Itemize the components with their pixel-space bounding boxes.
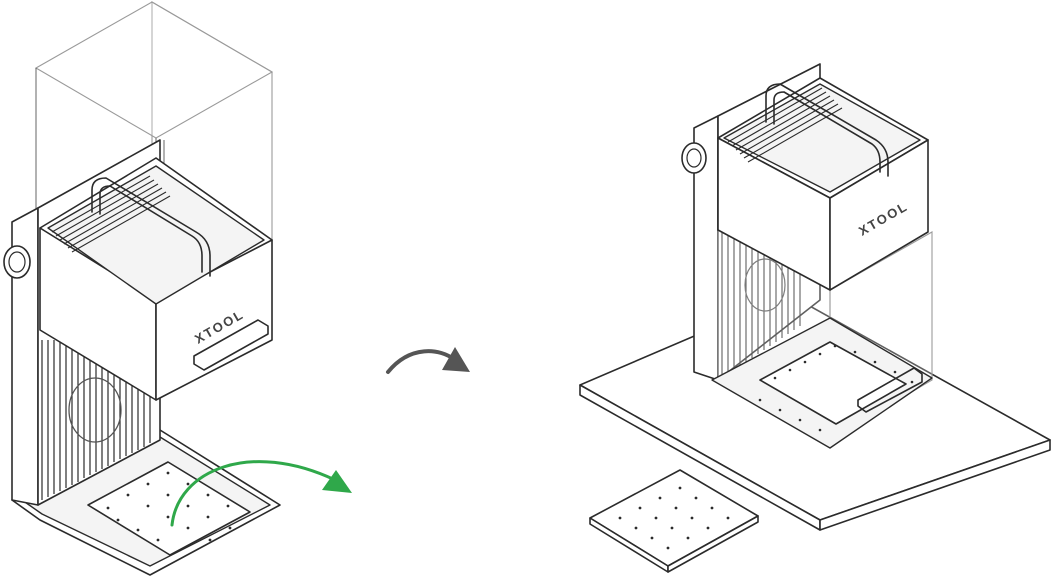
left-device: XTOOL — [3, 1, 352, 576]
left-pin-board — [106, 471, 232, 542]
left-base — [11, 429, 281, 576]
right-device: XTOOL — [579, 63, 1051, 573]
right-base-tray — [711, 317, 933, 449]
process-arrow — [386, 347, 470, 374]
right-knob — [681, 142, 707, 174]
left-knob — [3, 245, 31, 279]
left-laser-head: XTOOL — [39, 157, 273, 401]
remove-board-arrow — [170, 460, 352, 527]
removed-pin-board — [589, 469, 759, 573]
right-laser-head: XTOOL — [717, 77, 929, 413]
